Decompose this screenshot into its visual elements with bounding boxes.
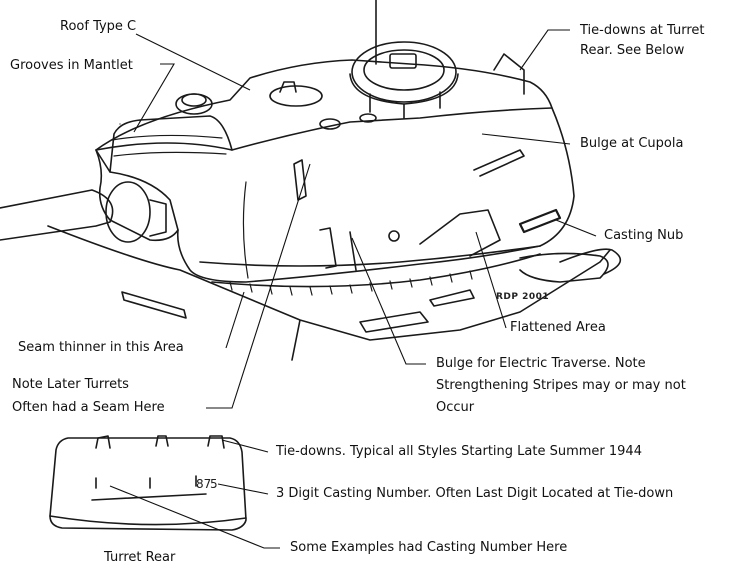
label-bulge-electric-3: Occur xyxy=(436,400,475,415)
rear-hooks xyxy=(95,475,197,489)
turret-body xyxy=(95,59,575,283)
leader-bulge-electric xyxy=(351,237,426,365)
seam-line xyxy=(242,181,249,279)
label-tie-downs-turret-rear-2: Rear. See Below xyxy=(580,43,685,58)
rear-block xyxy=(519,252,609,283)
casting-digit-last: 5 xyxy=(210,477,218,491)
label-tie-downs-turret-rear-1: Tie-downs at Turret xyxy=(580,23,705,38)
side-handle-2 xyxy=(293,159,307,201)
label-casting-nub: Casting Nub xyxy=(604,228,684,243)
turret-roof-edge xyxy=(95,107,553,151)
artist-signature: RDP 2001 xyxy=(496,292,550,302)
flattened-area xyxy=(419,209,501,257)
label-note-later-2: Often had a Seam Here xyxy=(12,400,165,415)
mantlet-bolts xyxy=(119,120,141,125)
side-handle-1 xyxy=(473,149,525,177)
leader-tie-downs-rear xyxy=(519,29,570,71)
label-casting-3digit: 3 Digit Casting Number. Often Last Digit… xyxy=(276,486,674,501)
loader-hatch xyxy=(175,93,213,115)
rear-tie-down-1 xyxy=(95,435,111,449)
leader-roof-type xyxy=(135,33,251,91)
lower-edge-ticks xyxy=(229,270,473,296)
mantlet-grooves xyxy=(111,134,227,157)
top-tie-down xyxy=(493,53,525,95)
leader-bulge-cupola xyxy=(481,133,571,145)
rear-tie-down-2 xyxy=(155,435,169,447)
label-tie-downs-typical: Tie-downs. Typical all Styles Starting L… xyxy=(276,444,642,459)
casting-digits: 87 xyxy=(196,477,211,491)
electric-traverse-bulge xyxy=(319,227,357,271)
leader-seam-thinner xyxy=(225,291,245,349)
label-note-later-1: Note Later Turrets xyxy=(12,377,129,392)
leader-grooves xyxy=(133,63,175,133)
cupola xyxy=(351,41,457,103)
label-bulge-electric-2: Strengthening Stripes may or may not xyxy=(436,378,686,393)
leader-note-later xyxy=(206,163,311,409)
leader-casting-nub xyxy=(555,219,597,237)
mantlet xyxy=(95,115,233,242)
label-seam-thinner: Seam thinner in this Area xyxy=(18,340,184,355)
label-bulge-electric-1: Bulge for Electric Traverse. Note xyxy=(436,356,646,371)
label-bulge-cupola: Bulge at Cupola xyxy=(580,136,684,151)
rear-tie-down-3 xyxy=(207,435,225,449)
label-casting-here: Some Examples had Casting Number Here xyxy=(290,540,568,555)
label-roof-type: Roof Type C xyxy=(60,19,137,34)
hull-deck-plates xyxy=(121,289,475,333)
caption-turret-rear: Turret Rear xyxy=(104,550,176,565)
leader-tie-downs-typical xyxy=(221,439,269,453)
label-grooves-mantlet: Grooves in Mantlet xyxy=(10,58,133,73)
gun-muzzle-collar xyxy=(105,181,151,243)
leader-casting-here xyxy=(109,485,280,549)
label-flattened-area: Flattened Area xyxy=(510,320,606,335)
leader-casting-3digit xyxy=(217,483,269,495)
leader-flattened xyxy=(475,231,507,329)
casting-nub xyxy=(518,208,562,234)
gun-barrel xyxy=(0,189,114,241)
rear-bar xyxy=(91,493,207,501)
